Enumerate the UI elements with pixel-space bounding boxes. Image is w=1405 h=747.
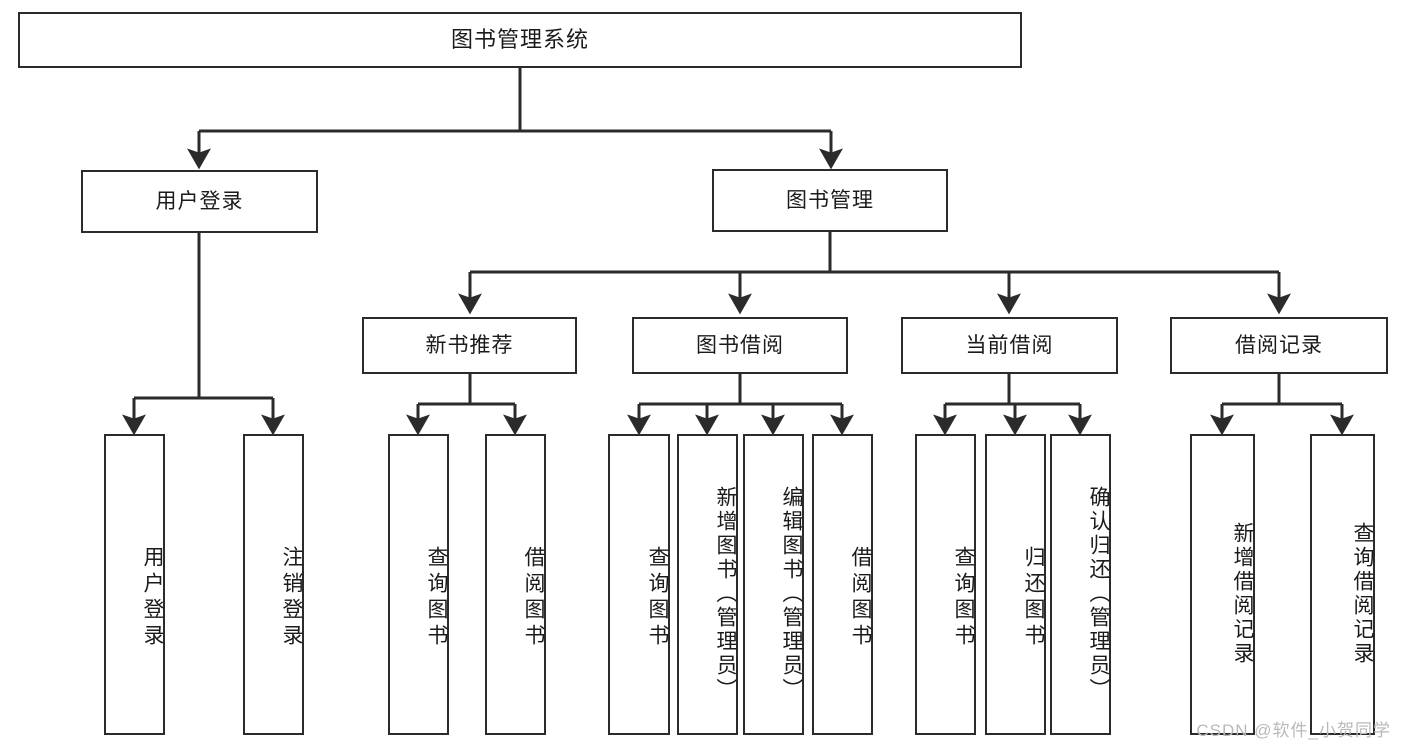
leaf-return-book[interactable]: 归还图书 [985,434,1046,735]
leaf-add-book[interactable]: 新增图书（管理员） [677,434,738,735]
leaf-confirm-return[interactable]: 确认归还（管理员） [1050,434,1111,735]
leaf-user-login[interactable]: 用户登录 [104,434,165,735]
leaf-query-book-borrow[interactable]: 查询图书 [608,434,670,735]
node-borrow-record[interactable]: 借阅记录 [1170,317,1388,374]
node-user-login[interactable]: 用户登录 [81,170,318,233]
node-book-borrow[interactable]: 图书借阅 [632,317,848,374]
leaf-borrow-book-recommend[interactable]: 借阅图书 [485,434,546,735]
leaf-query-borrow-record[interactable]: 查询借阅记录 [1310,434,1375,735]
node-root[interactable]: 图书管理系统 [18,12,1022,68]
node-current-borrow[interactable]: 当前借阅 [901,317,1118,374]
leaf-add-borrow-record[interactable]: 新增借阅记录 [1190,434,1255,735]
leaf-query-book-current[interactable]: 查询图书 [915,434,976,735]
node-new-book-recommend[interactable]: 新书推荐 [362,317,577,374]
leaf-query-book-recommend[interactable]: 查询图书 [388,434,449,735]
watermark: CSDN @软件_小贺同学 [1196,721,1391,740]
leaf-borrow-book-borrow[interactable]: 借阅图书 [812,434,873,735]
leaf-user-logout[interactable]: 注销登录 [243,434,304,735]
leaf-edit-book[interactable]: 编辑图书（管理员） [743,434,804,735]
node-book-manage[interactable]: 图书管理 [712,169,948,232]
